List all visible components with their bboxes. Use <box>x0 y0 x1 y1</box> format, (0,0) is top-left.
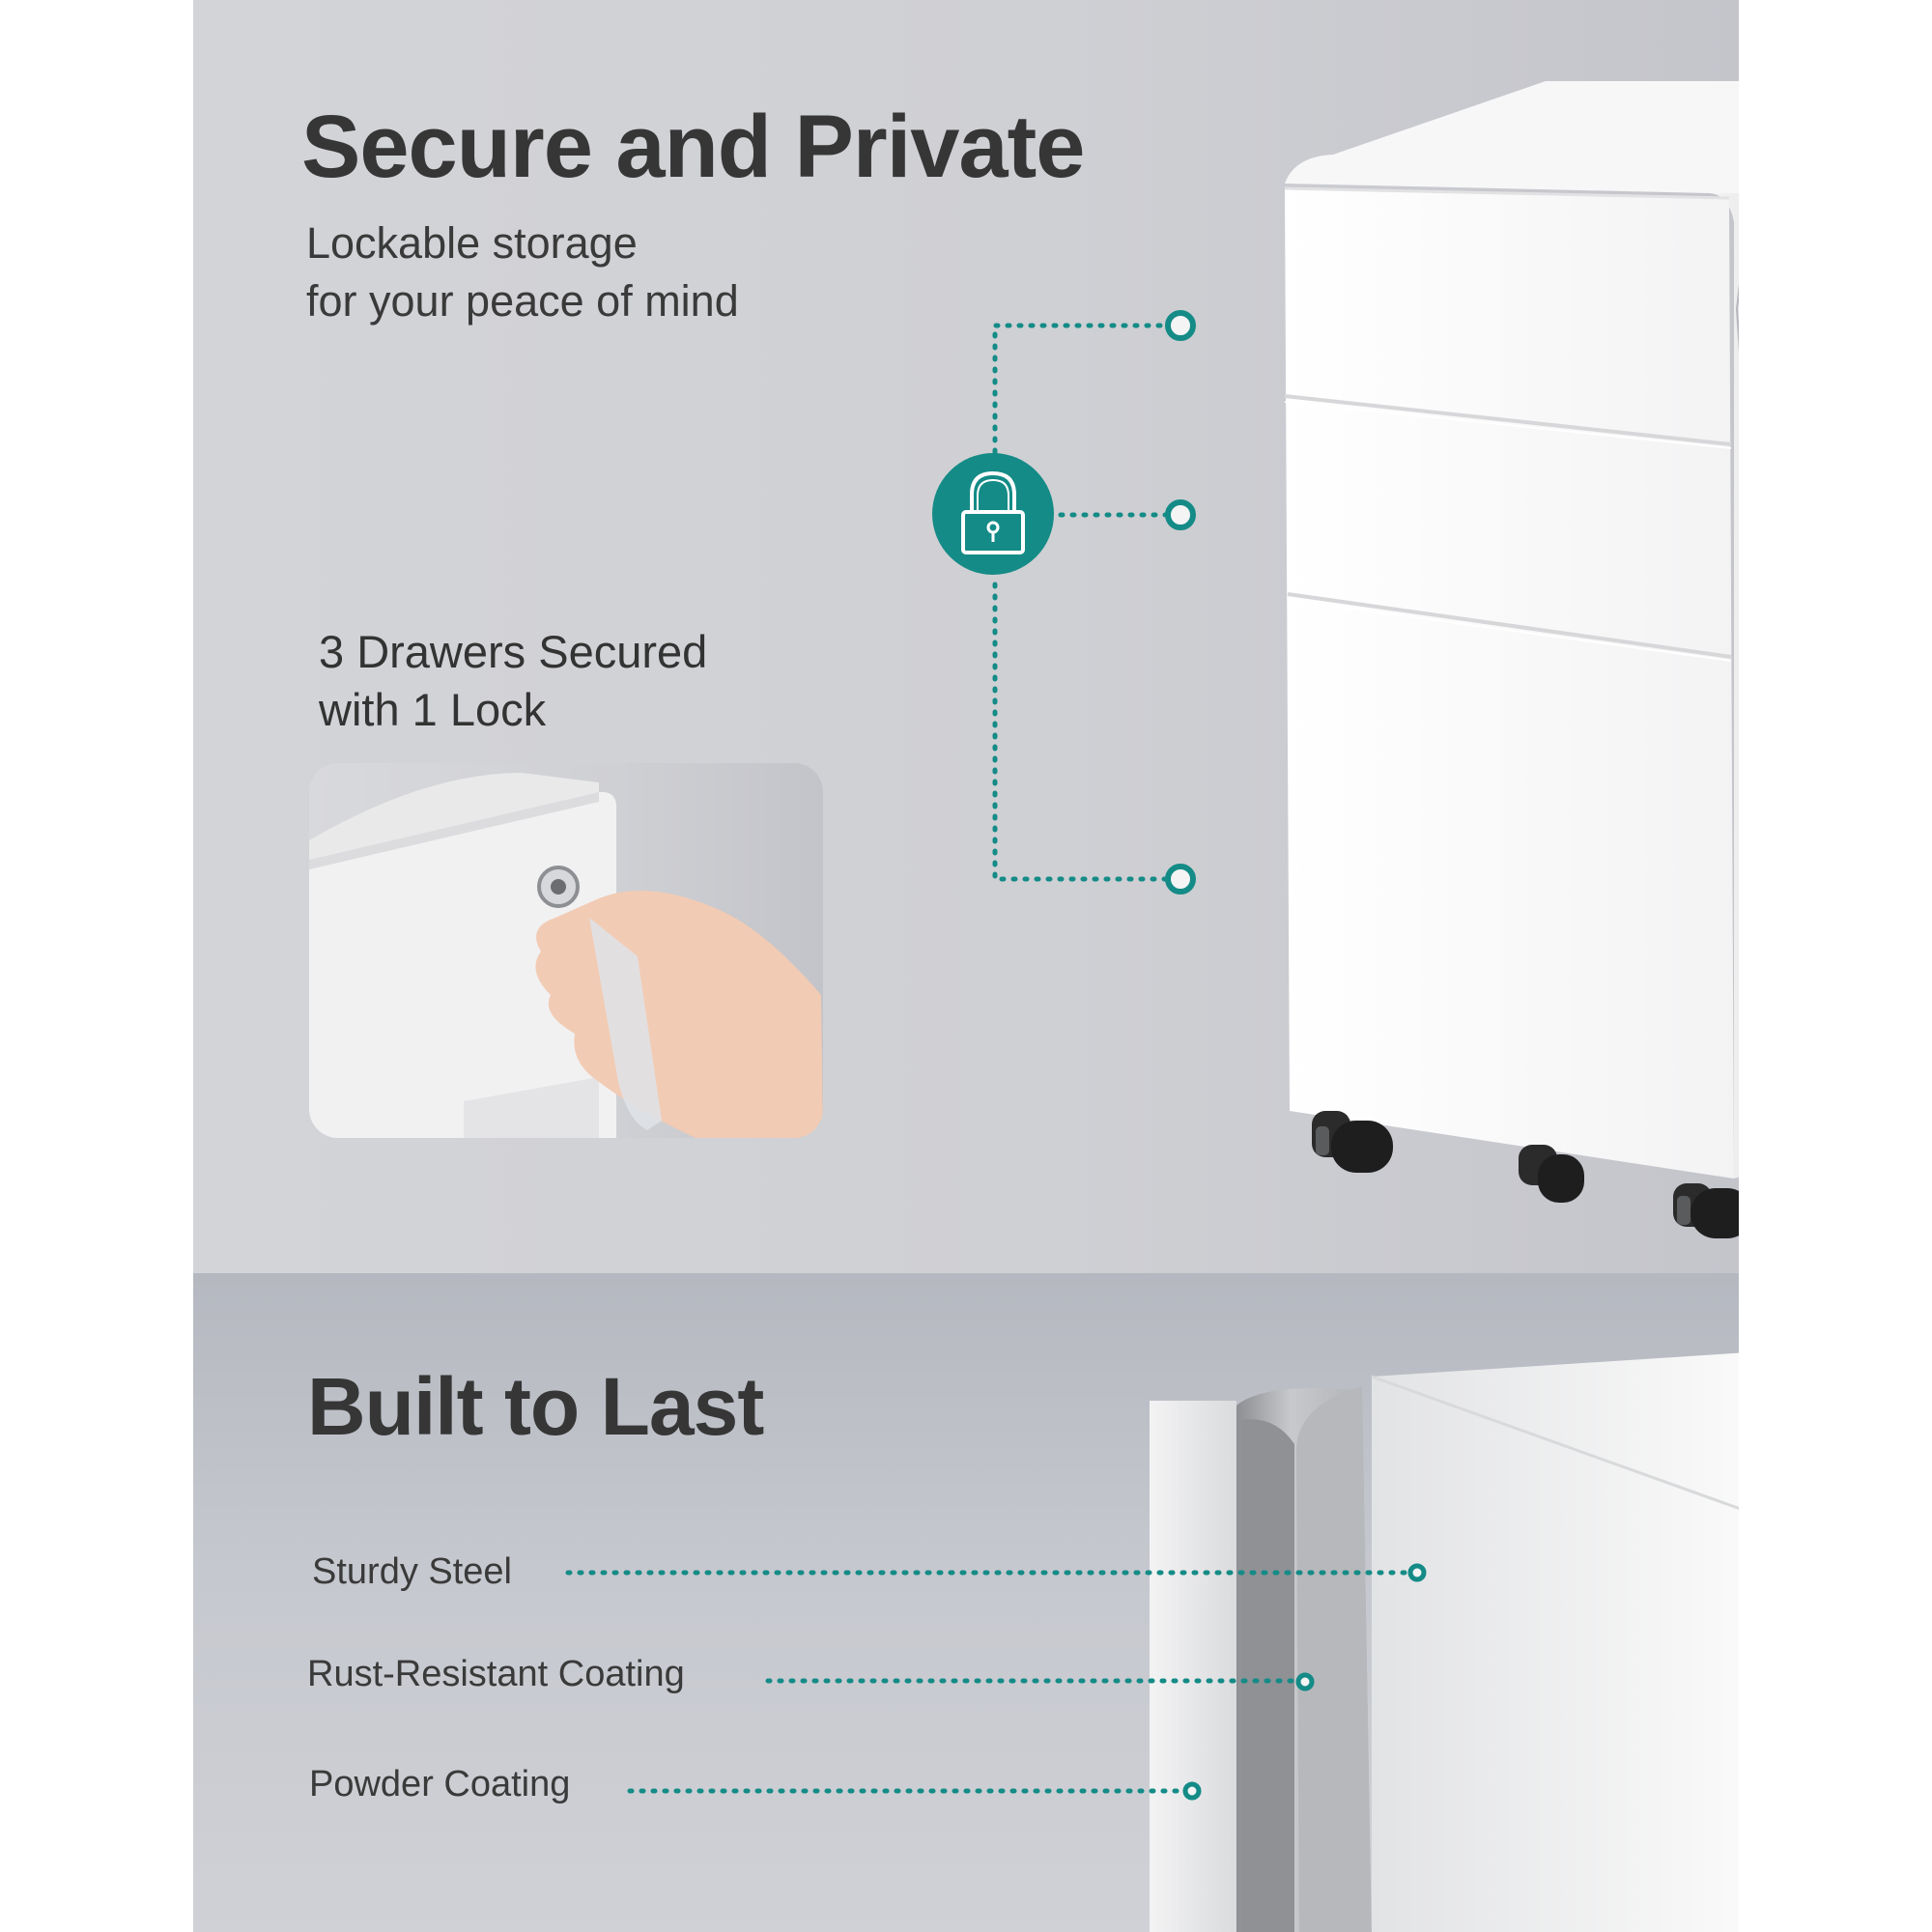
caster-wheel <box>1673 1183 1739 1238</box>
security-subtitle: Lockable storage for your peace of mind <box>306 214 739 330</box>
security-subtitle-line-2: for your peace of mind <box>306 276 739 326</box>
drawer-divider-2 <box>1287 592 1732 659</box>
cabinet-front <box>1285 188 1734 1179</box>
hand-with-key-image <box>309 773 823 1138</box>
filing-cabinet-image <box>1284 81 1739 1238</box>
product-infographic: Secure and Private Lockable storage for … <box>193 0 1739 1932</box>
cabinet-top <box>1285 81 1739 193</box>
cabinet-side <box>1710 193 1739 1179</box>
feature-sturdy-steel: Sturdy Steel <box>312 1551 512 1592</box>
inset-caption-line-2: with 1 Lock <box>319 684 547 735</box>
security-subtitle-line-1: Lockable storage <box>306 218 638 268</box>
caster-wheel <box>1519 1145 1584 1203</box>
steel-edge-closeup-image <box>1150 1352 1739 1932</box>
cabinet-lock-icon <box>1735 283 1739 354</box>
durability-title: Built to Last <box>307 1361 764 1452</box>
feature-powder-coating: Powder Coating <box>309 1764 571 1804</box>
security-title: Secure and Private <box>301 98 1085 196</box>
feature-rust-resistant-coating: Rust-Resistant Coating <box>307 1654 685 1694</box>
caster-wheel <box>1312 1111 1393 1173</box>
inset-lock-photo <box>309 763 823 1138</box>
inset-caption-line-1: 3 Drawers Secured <box>319 626 708 677</box>
inset-caption: 3 Drawers Secured with 1 Lock <box>319 623 707 739</box>
drawer-divider-1 <box>1284 394 1732 446</box>
